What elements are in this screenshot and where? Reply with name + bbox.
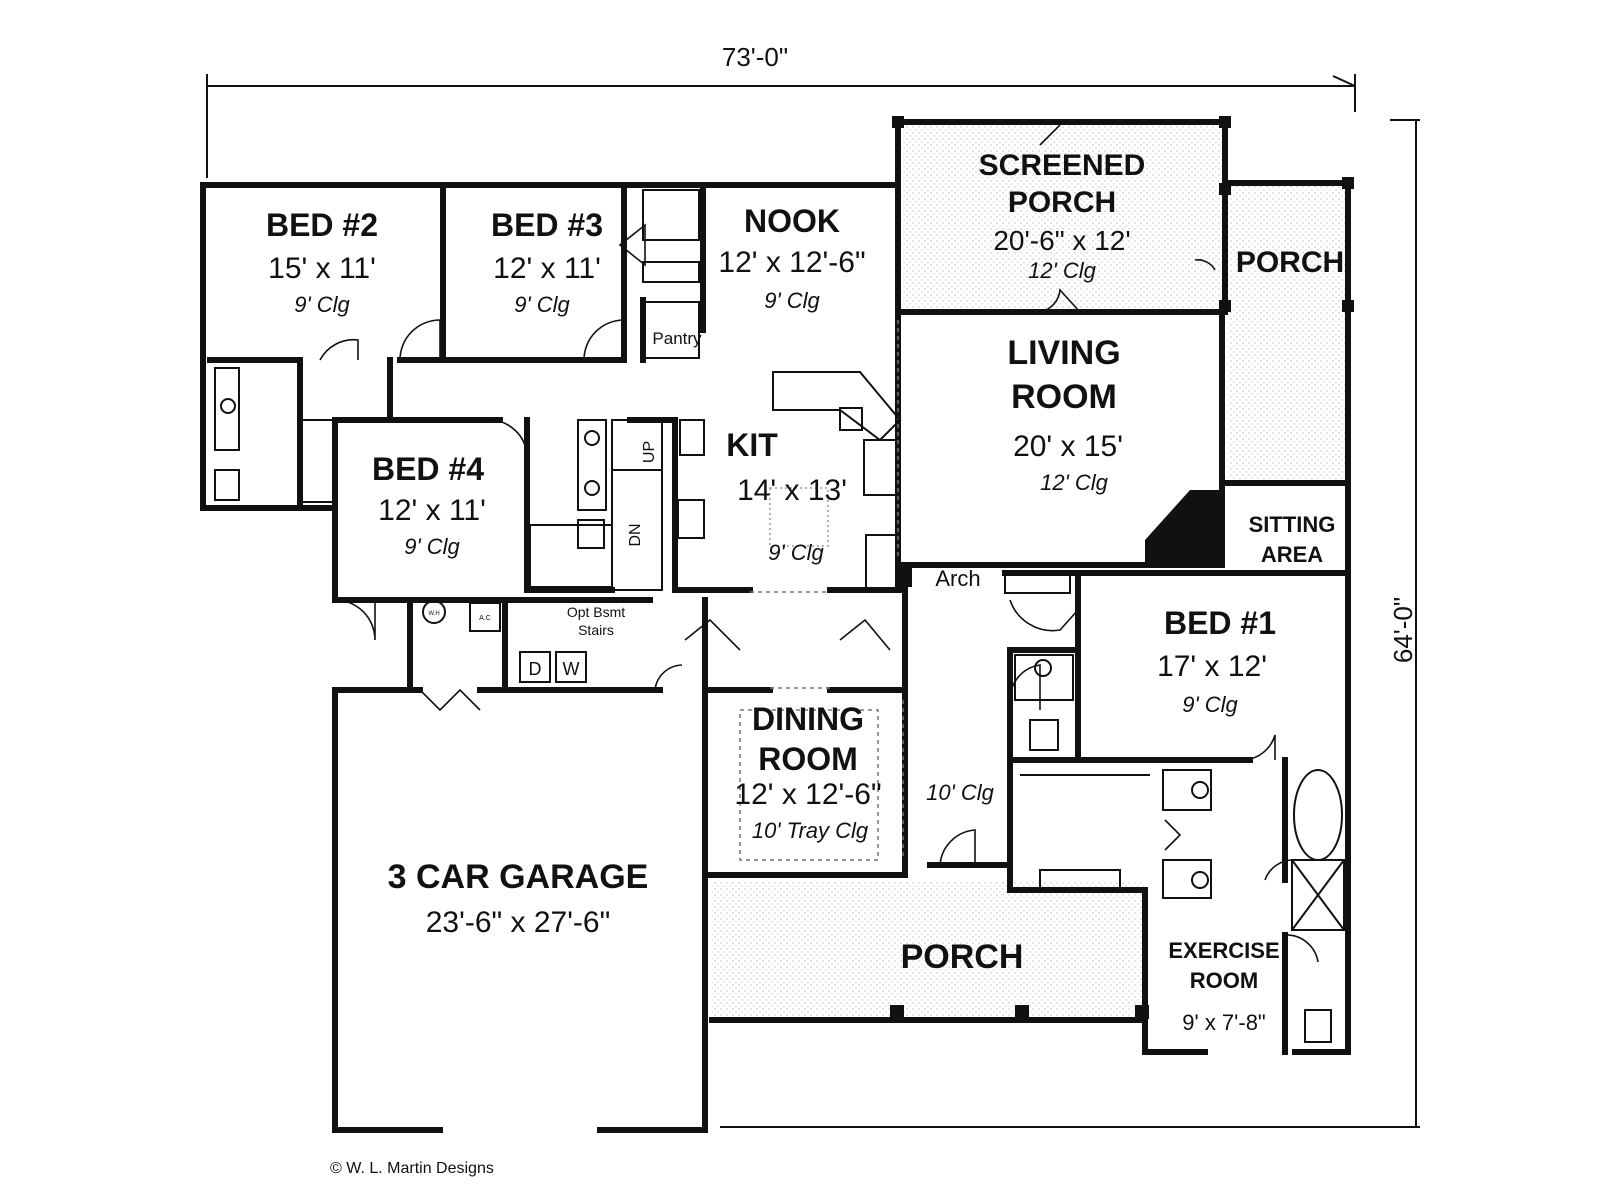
front-porch-name: PORCH (901, 938, 1024, 976)
nook-name: NOOK (744, 203, 840, 239)
kitchen-ceiling: 9' Clg (768, 540, 824, 565)
bed2-name: BED #2 (266, 207, 378, 243)
garage-name: 3 CAR GARAGE (388, 858, 649, 896)
porch-posts (890, 116, 1354, 1019)
bed1-name: BED #1 (1164, 605, 1276, 641)
living-size: 20' x 15' (1013, 430, 1123, 463)
nook-ceiling: 9' Clg (764, 288, 820, 313)
bed2-size: 15' x 11' (268, 252, 376, 285)
living-ceiling: 12' Clg (1040, 470, 1109, 495)
bed4-name: BED #4 (372, 451, 484, 487)
stairs-up-label: UP (641, 441, 658, 463)
screened-porch-ceiling: 12' Clg (1028, 258, 1097, 283)
bed4-ceiling: 9' Clg (404, 534, 460, 559)
arch-label: Arch (935, 566, 980, 591)
opt-bsmt-stairs-line1: Opt Bsmt (567, 604, 625, 620)
fireplace (1145, 490, 1222, 565)
screened-porch-floor (902, 122, 1225, 312)
living-name-line2: ROOM (1011, 378, 1117, 416)
bed1-ceiling: 9' Clg (1182, 692, 1238, 717)
dining-name-line1: DINING (752, 701, 864, 737)
washer-label: W (563, 659, 580, 679)
bed3-name: BED #3 (491, 207, 603, 243)
bed3-size: 12' x 11' (493, 252, 601, 285)
ac-label: A.C (479, 615, 491, 622)
sitting-name-line1: SITTING (1249, 512, 1336, 537)
bed3-ceiling: 9' Clg (514, 292, 570, 317)
walls (200, 119, 1351, 1133)
hall-ceiling: 10' Clg (926, 780, 995, 805)
designer-credit: © W. L. Martin Designs (330, 1160, 494, 1177)
living-name-line1: LIVING (1007, 334, 1120, 372)
exercise-name-line2: ROOM (1190, 968, 1258, 993)
side-porch-name: PORCH (1236, 246, 1344, 279)
exercise-size: 9' x 7'-8" (1182, 1010, 1265, 1035)
dining-ceiling: 10' Tray Clg (752, 818, 869, 843)
dining-name-line2: ROOM (758, 741, 858, 777)
stairs-down-label: DN (627, 523, 644, 546)
kitchen-size: 14' x 13' (737, 474, 847, 507)
nook-size: 12' x 12'-6" (718, 246, 865, 279)
sitting-name-line2: AREA (1261, 542, 1323, 567)
front-porch-floor (712, 882, 1144, 1020)
depth-dimension-label: 64'-0" (1388, 597, 1418, 663)
bed2-ceiling: 9' Clg (294, 292, 350, 317)
width-dimension-label: 73'-0" (722, 42, 788, 72)
side-porch-floor (1228, 183, 1348, 483)
overall-width-dimension (206, 74, 1356, 178)
bed4-size: 12' x 11' (378, 494, 486, 527)
door-swings (319, 124, 1319, 963)
opt-bsmt-stairs-line2: Stairs (578, 622, 614, 638)
bed1-size: 17' x 12' (1157, 650, 1267, 683)
exercise-name-line1: EXERCISE (1168, 938, 1279, 963)
pantry-label: Pantry (652, 329, 702, 348)
screened-porch-name-line1: SCREENED (979, 149, 1146, 182)
fixtures (214, 189, 1345, 1043)
garage-size: 23'-6" x 27'-6" (426, 906, 611, 939)
overall-depth-dimension (720, 119, 1420, 1128)
water-heater-label: W.H (428, 611, 439, 617)
screened-porch-name-line2: PORCH (1008, 186, 1116, 219)
dryer-label: D (529, 659, 542, 679)
kitchen-name: KIT (726, 427, 778, 463)
screened-porch-size: 20'-6" x 12' (993, 225, 1130, 256)
openings (739, 320, 904, 861)
dining-size: 12' x 12'-6" (734, 778, 881, 811)
